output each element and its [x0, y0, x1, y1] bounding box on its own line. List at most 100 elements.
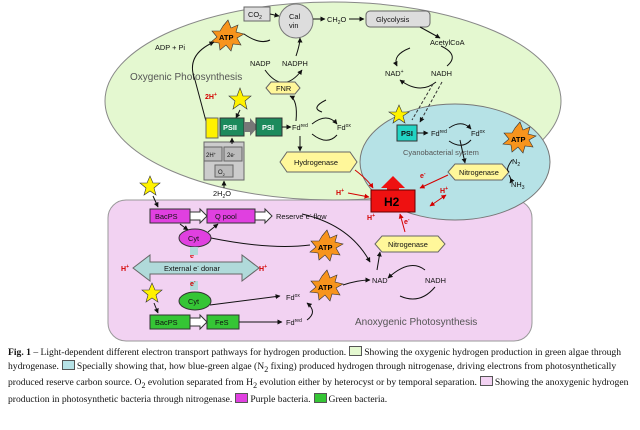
light-star-cyano — [388, 104, 410, 124]
external-donor-label: External e — [164, 264, 197, 273]
n2-label: N — [512, 157, 517, 166]
fd-red-anox-label: Fd — [286, 318, 295, 327]
caption-text-6: Green bacteria. — [328, 393, 388, 405]
svg-text:External e- donar: External e- donar — [164, 264, 220, 273]
svg-text:H+: H+ — [121, 264, 129, 273]
cyt-bottom-label: Cyt — [188, 297, 199, 306]
h-plus-left-anox: H — [121, 266, 126, 273]
svg-text:Reserve e- flow: Reserve e- flow — [276, 212, 327, 221]
cyt-bottom — [178, 291, 212, 311]
swatch-anoxygenic — [479, 376, 493, 387]
light-star-top — [228, 87, 252, 110]
pathway-diagram-svg: Oxygenic Photosynthesis Cyanobacterial s… — [104, 1, 562, 342]
atp-label-cyano: ATP — [511, 135, 525, 144]
atp-label-anox-bottom: ATP — [318, 283, 332, 292]
co2-subscript: 2 — [259, 15, 262, 21]
fes-label: FeS — [215, 318, 229, 327]
h2-box — [370, 189, 416, 213]
svg-text:e-: e- — [190, 279, 196, 288]
atp-label-top: ATP — [219, 33, 233, 42]
q-pool-label: Q pool — [215, 212, 237, 221]
fd-red-cyano-label: Fd — [431, 129, 440, 138]
cyanobacterial-label: Cyanobacterial system — [403, 148, 479, 157]
svg-text:CO2: CO2 — [248, 10, 262, 21]
svg-text:2H2O: 2H2O — [213, 189, 231, 200]
h-plus-bottom: H — [367, 215, 372, 222]
svg-text:H+: H+ — [367, 213, 375, 222]
h-plus-cyano: H — [440, 188, 445, 195]
adp-pi-label: ADP + Pi — [155, 43, 185, 52]
fd-ox-cyano-label: Fd — [471, 129, 480, 138]
h-plus-right-anox: H — [259, 266, 264, 273]
svg-text:N2: N2 — [512, 157, 520, 168]
caption-text-3: Specially showing that, how blue-green a… — [76, 360, 265, 372]
hydrogenase-hexagon — [279, 151, 358, 173]
h-plus-left: H — [336, 190, 341, 197]
psii-to-psi-arrow — [244, 118, 258, 136]
reserve-flow-label: Reserve e — [276, 212, 310, 221]
external-donor-arrow — [132, 253, 260, 283]
two-h-plus-label: 2H+ — [205, 92, 217, 101]
hydrogenase-label: Hydrogenase — [294, 158, 338, 167]
nadh-top-label: NADH — [431, 69, 452, 78]
swatch-cyano — [61, 359, 75, 370]
calvin-cycle — [278, 3, 314, 39]
svg-text:Fdox: Fdox — [471, 129, 485, 138]
svg-text:Fdox: Fdox — [337, 123, 351, 132]
psii-label: PSII — [223, 123, 237, 132]
psi-label: PSI — [262, 123, 274, 132]
svg-text:2H+: 2H+ — [206, 151, 217, 159]
nitrogenase-anox-label: Nitrogenase — [388, 240, 428, 249]
atp-burst-anox-bottom — [309, 269, 344, 302]
oxygenic-label: Oxygenic Photosynthesis — [130, 72, 242, 83]
svg-text:e-: e- — [404, 217, 410, 226]
nitrogenase-anox-hexagon — [374, 235, 446, 253]
swatch-green — [313, 392, 327, 403]
fd-ox-anox-label: Fd — [286, 293, 295, 302]
swatch-purple — [235, 392, 249, 403]
atp-label-anox-top: ATP — [318, 243, 332, 252]
bacps-bottom-label: BacPS — [155, 318, 178, 327]
fd-ox-label: Fd — [337, 123, 346, 132]
svg-text:2e-: 2e- — [227, 151, 236, 159]
two-e-box-label: 2e — [227, 153, 234, 159]
caption-text-5: Purple bacteria. — [250, 393, 311, 405]
atp-burst-anox-top — [309, 229, 344, 262]
atp-burst-top — [210, 19, 245, 52]
fnr-label: FNR — [276, 84, 291, 93]
fd-red-label: Fd — [292, 123, 301, 132]
e-minus-bottom: e — [404, 219, 408, 226]
light-star-anox-bottom — [141, 282, 163, 303]
atp-burst-cyano — [502, 121, 537, 154]
ch2o-label: CH — [327, 15, 338, 24]
svg-text:H+: H+ — [336, 188, 344, 197]
caption-text-2: Showing the oxygenic hydrogen production… — [8, 347, 622, 372]
two-h2o-label: 2H — [213, 189, 222, 198]
anoxygenic-label: Anoxygenic Photosynthesis — [355, 317, 477, 328]
calvin-label-2: vin — [289, 21, 298, 30]
nitrogenase-cyano-label: Nitrogenase — [459, 168, 499, 177]
svg-text:e-: e- — [420, 171, 426, 180]
svg-text:Fdred: Fdred — [431, 129, 447, 138]
svg-text:Fdred: Fdred — [286, 318, 302, 327]
figure-caption: Fig. 1 – Light-dependent different elect… — [8, 346, 629, 405]
nadph-label: NADPH — [282, 59, 308, 68]
nh3-label: NH — [511, 180, 522, 189]
svg-text:CH2O: CH2O — [327, 15, 346, 26]
o2-box-label: O — [218, 170, 223, 176]
e-minus-cyano: e — [420, 173, 424, 180]
svg-text:Fdred: Fdred — [292, 123, 308, 132]
glycolysis-label: Glycolysis — [376, 15, 410, 24]
membrane-yellow — [205, 117, 219, 139]
two-h-box-label: 2H — [206, 153, 214, 159]
calvin-label-1: Cal — [289, 12, 300, 21]
nad-plus-label: NAD — [385, 69, 401, 78]
svg-text:NAD+: NAD+ — [385, 69, 404, 78]
acetylcoa-label: AcetylCoA — [430, 38, 465, 47]
svg-text:H+: H+ — [440, 186, 448, 195]
e-minus-anox-top: e — [190, 253, 194, 260]
caption-fig-label: Fig. 1 — [8, 347, 31, 358]
caption-text-1: – Light-dependent different electron tra… — [30, 347, 347, 358]
svg-text:NH3: NH3 — [511, 180, 525, 191]
co2-label: CO — [248, 10, 259, 19]
